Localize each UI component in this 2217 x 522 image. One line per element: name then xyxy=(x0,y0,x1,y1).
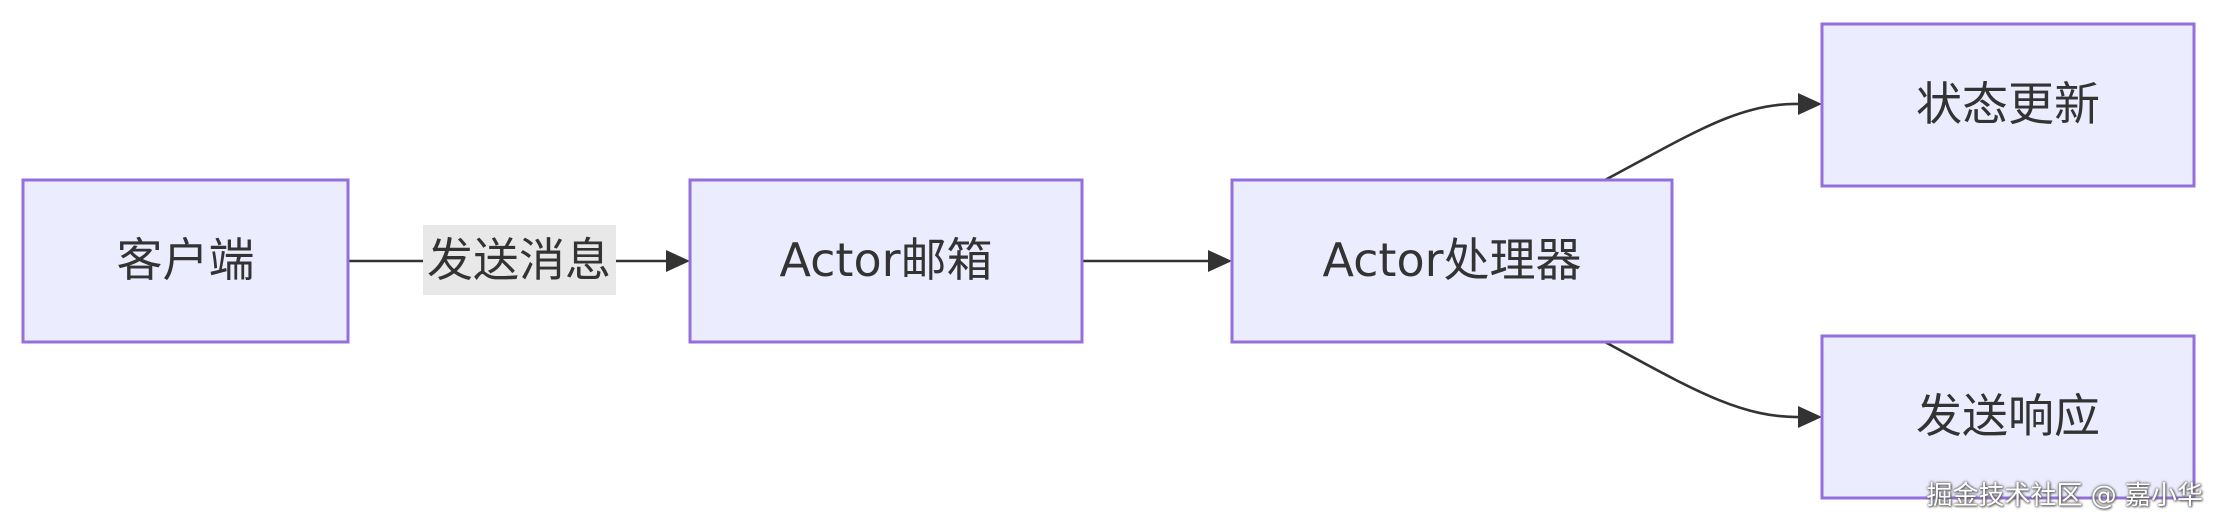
node-label: Actor处理器 xyxy=(1322,233,1581,287)
node-box xyxy=(21,178,350,344)
node-actor-processor: Actor处理器 xyxy=(1230,178,1674,344)
node-box xyxy=(1230,178,1674,344)
node-state-update: 状态更新 xyxy=(1820,22,2196,188)
edge-label-background xyxy=(423,225,616,295)
node-actor-mailbox: Actor邮箱 xyxy=(688,178,1084,344)
arrowhead-icon xyxy=(1798,93,1822,115)
edge-mailbox-to-processor xyxy=(1082,250,1232,272)
node-label: Actor邮箱 xyxy=(779,233,992,287)
edge-line xyxy=(1604,102,1801,182)
node-box xyxy=(1820,22,2196,188)
edge-processor-to-state-update xyxy=(1604,93,1822,182)
node-label: 客户端 xyxy=(117,233,255,287)
arrowhead-icon xyxy=(1798,406,1822,428)
node-send-response: 发送响应 xyxy=(1820,334,2196,500)
arrowhead-icon xyxy=(666,250,690,272)
watermark: 掘金技术社区 @ 嘉小华 xyxy=(1926,481,2203,511)
node-label: 发送响应 xyxy=(1916,389,2100,443)
arrowhead-icon xyxy=(1208,250,1232,272)
node-client: 客户端 xyxy=(21,178,350,344)
edge-client-to-mailbox: 发送消息 xyxy=(348,225,690,295)
node-box xyxy=(688,178,1084,344)
edge-label-send-message: 发送消息 xyxy=(427,233,611,287)
node-box xyxy=(1820,334,2196,500)
edge-processor-to-send-response xyxy=(1604,340,1822,428)
node-label: 状态更新 xyxy=(1916,77,2100,131)
edge-line xyxy=(1604,340,1801,419)
